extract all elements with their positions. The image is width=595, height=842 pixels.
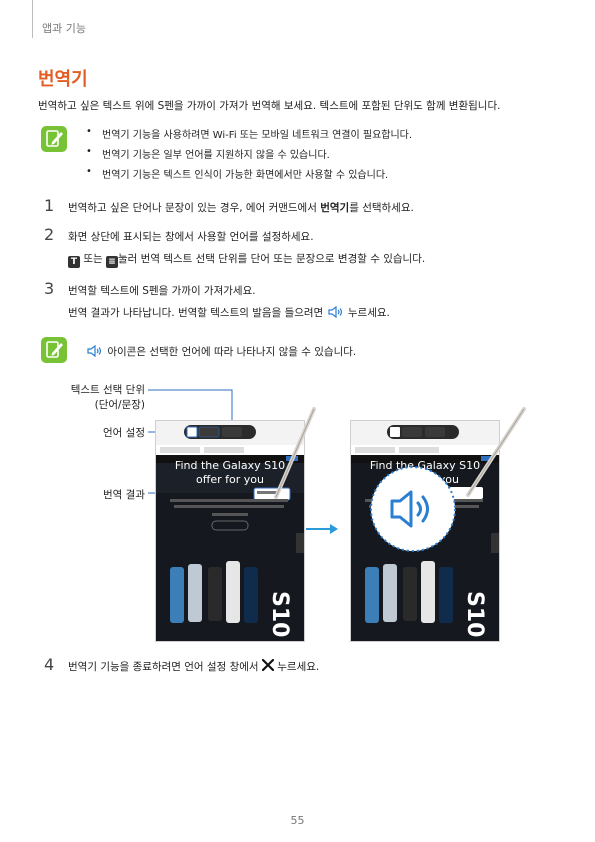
close-x-icon <box>261 658 275 672</box>
step-text: 번역하고 싶은 단어나 문장이 있는 경우, 에어 커맨드에서 번역기를 선택하… <box>68 202 414 214</box>
step-subtext: 번역 결과가 나타납니다. 번역할 텍스트의 발음을 들으려면 누르세요. <box>68 305 390 319</box>
screen-headline: Find the Galaxy S10 offer for you <box>174 459 286 486</box>
section-header: 앱과 기능 <box>42 22 86 35</box>
step-number: 4 <box>44 655 55 674</box>
step-text: 번역기 기능을 종료하려면 언어 설정 창에서 누르세요. <box>68 658 320 673</box>
pen-note-icon <box>41 126 67 152</box>
callout-unit: 텍스트 선택 단위 (단어/문장) <box>70 384 145 411</box>
sentence-icon: ≡ <box>106 256 119 268</box>
arrow-right-icon <box>306 524 338 534</box>
step-number: 3 <box>44 279 55 298</box>
callout-result: 번역 결과 <box>103 489 145 501</box>
callout-language: 언어 설정 <box>103 427 145 439</box>
s-pen-icon <box>274 407 316 499</box>
note-text: 아이콘은 선택한 언어에 따라 나타나지 않을 수 있습니다. <box>86 344 356 359</box>
screen-model: S10 <box>267 591 292 638</box>
speaker-icon <box>327 305 342 319</box>
step-number: 1 <box>44 196 55 215</box>
menu-name: 번역기 <box>320 202 350 214</box>
zoom-speaker-icon <box>370 466 456 552</box>
screenshot-before: Find the Galaxy S10 offer for you S10 <box>155 420 305 642</box>
step-number: 2 <box>44 225 55 244</box>
pen-note-icon <box>41 337 67 363</box>
page-title: 번역기 <box>38 69 88 90</box>
step-subtext: T 또는 ≡눌러 번역 텍스트 선택 단위를 단어 또는 문장으로 변경할 수 … <box>68 251 425 268</box>
page-number: 55 <box>290 814 305 827</box>
speaker-icon <box>87 344 102 358</box>
header-divider <box>32 0 33 38</box>
screen-model: S10 <box>462 591 487 638</box>
step-text: 번역할 텍스트에 S펜을 가까이 가져가세요. <box>68 285 256 297</box>
intro-text: 번역하고 싶은 텍스트 위에 S펜을 가까이 가져가 번역해 보세요. 텍스트에… <box>38 100 501 112</box>
text-t-icon: T <box>68 256 80 268</box>
s-pen-icon <box>466 407 526 497</box>
step-text: 화면 상단에 표시되는 창에서 사용할 언어를 설정하세요. <box>68 231 314 243</box>
